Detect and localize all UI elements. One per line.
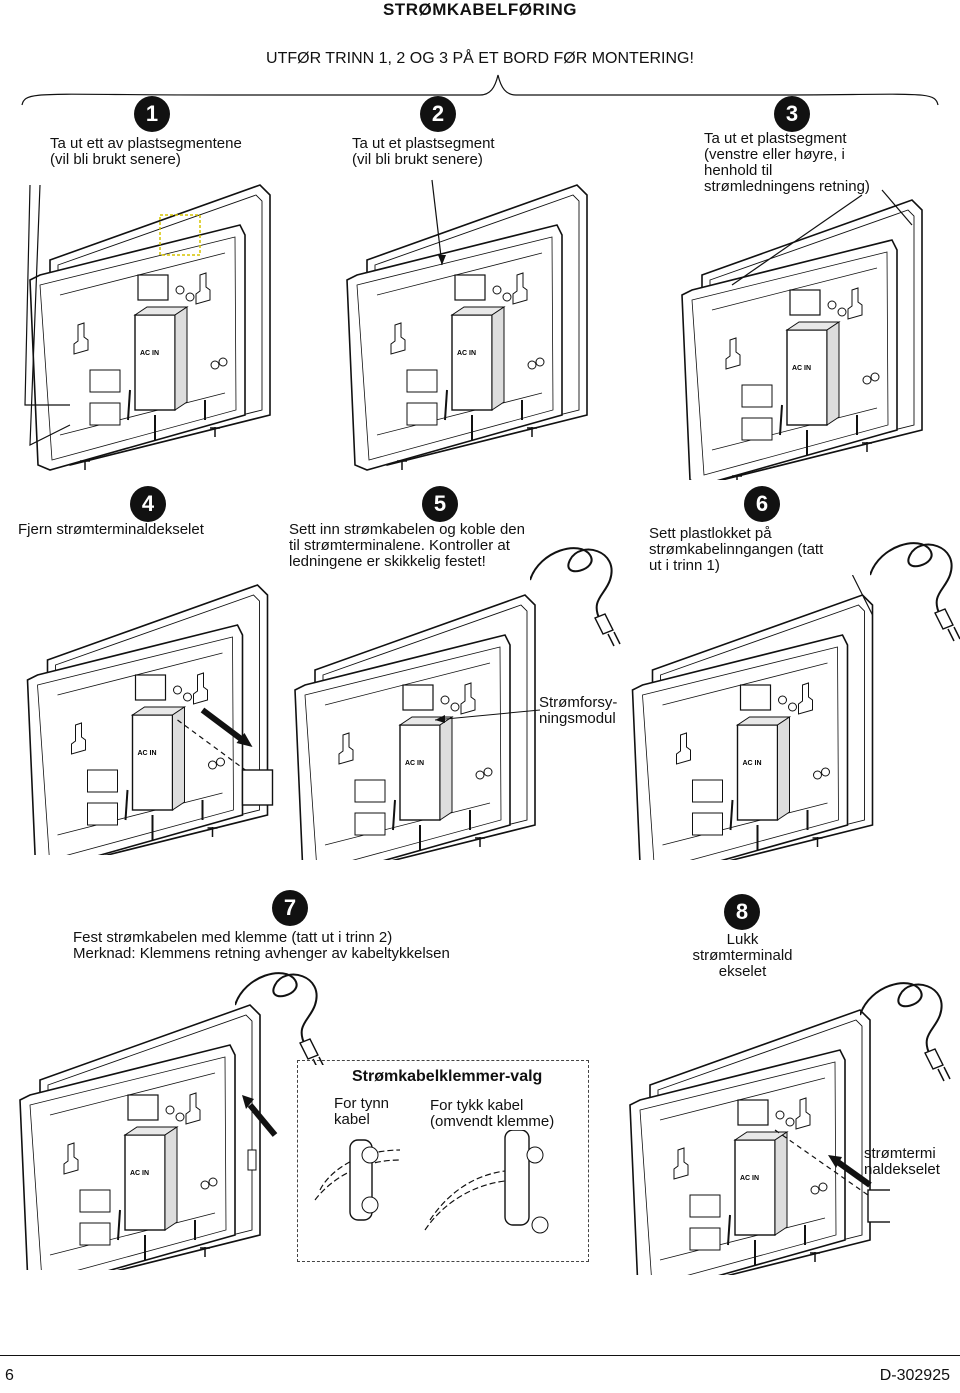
step-6-number: 6: [744, 486, 780, 522]
caption-line: Fjern strømterminaldekselet: [18, 521, 204, 538]
page-number: 6: [5, 1367, 14, 1384]
label-line: ningsmodul: [539, 710, 616, 727]
power-plug-6: [870, 542, 960, 642]
step-8-number: 8: [724, 894, 760, 930]
step-3-number: 3: [774, 96, 810, 132]
caption-line: Ta ut et plastsegment: [704, 130, 847, 147]
label-line: naldekselet: [864, 1161, 940, 1178]
step-3-caption: Ta ut et plastsegment (venstre eller høy…: [704, 131, 944, 195]
caption-line: (vil bli brukt senere): [352, 151, 483, 168]
power-plug-5: [530, 547, 621, 647]
instruction-subtitle: UTFØR TRINN 1, 2 OG 3 PÅ ET BORD FØR MON…: [266, 50, 694, 67]
footer-rule: [0, 1355, 960, 1356]
caption-line: Sett inn strømkabelen og koble den: [289, 521, 525, 538]
module-label: Strømforsy- ningsmodul: [539, 695, 639, 727]
step-5-figure: [294, 594, 541, 860]
power-plug-8: [860, 982, 951, 1082]
caption-line: ekselet: [718, 963, 767, 980]
caption-line: Sett plastlokket på: [649, 525, 772, 542]
caption-line: (vil bli brukt senere): [50, 151, 181, 168]
terminal-cover-label: strømtermi naldekselet: [864, 1146, 940, 1178]
caption-line: strømterminald: [692, 947, 793, 964]
caption-line: (venstre eller høyre, i: [704, 146, 845, 163]
caption-line: Fest strømkabelen med klemme (tatt ut i …: [73, 929, 393, 946]
step-3-figure: [681, 189, 923, 480]
clamp-options-title: Strømkabelklemmer-valg: [352, 1068, 543, 1085]
caption-line: henhold til: [704, 162, 773, 179]
caption-line: strømledningens retning): [704, 178, 870, 195]
step-2-caption: Ta ut et plastsegment (vil bli brukt sen…: [352, 136, 572, 168]
step-6-caption: Sett plastlokket på strømkabelinngangen …: [649, 526, 869, 574]
power-plug-7: [235, 972, 326, 1065]
step-4-caption: Fjern strømterminaldekselet: [18, 522, 258, 538]
caption-line: til strømterminalene. Kontroller at: [289, 537, 510, 554]
clamp-illustrations: [314, 1130, 549, 1234]
caption-line: Ta ut et plastsegment: [352, 135, 495, 152]
caption-line: ledningene er skikkelig festet!: [289, 553, 486, 570]
caption-line: strømkabelinngangen (tatt: [649, 541, 824, 558]
step-7-figure: [19, 1004, 278, 1270]
step-8-caption: Lukk strømterminald ekselet: [680, 932, 805, 980]
step-1-figure: [24, 184, 271, 471]
clamp-thick-label: For tykk kabel (omvendt klemme): [430, 1098, 554, 1130]
step-6-figure: [631, 575, 874, 860]
label-line: For tynn: [334, 1095, 390, 1112]
caption-line: Merknad: Klemmens retning avhenger av ka…: [73, 945, 450, 962]
clamp-thin-label: For tynn kabel: [334, 1096, 389, 1128]
label-line: (omvendt klemme): [430, 1113, 555, 1130]
step-4-number: 4: [130, 486, 166, 522]
step-2-figure: [346, 179, 588, 471]
brace-line: [21, 74, 939, 106]
caption-line: Lukk: [726, 931, 759, 948]
step-7-caption: Fest strømkabelen med klemme (tatt ut i …: [73, 930, 513, 962]
step-4-figure: [26, 584, 274, 855]
label-line: kabel: [334, 1111, 370, 1128]
step-8-figure: [629, 1009, 890, 1275]
step-2-number: 2: [420, 96, 456, 132]
step-1-number: 1: [134, 96, 170, 132]
label-line: Strømforsy-: [539, 694, 618, 711]
page-title: STRØMKABELFØRING: [382, 0, 578, 19]
label-line: For tykk kabel: [430, 1097, 524, 1114]
caption-line: ut i trinn 1): [649, 557, 720, 574]
step-5-number: 5: [422, 486, 458, 522]
label-line: strømtermi: [864, 1145, 936, 1162]
step-5-caption: Sett inn strømkabelen og koble den til s…: [289, 522, 569, 570]
clamp-options-box: [297, 1060, 589, 1262]
step-7-number: 7: [272, 890, 308, 926]
step-1-caption: Ta ut ett av plastsegmentene (vil bli br…: [50, 136, 290, 168]
caption-line: Ta ut ett av plastsegmentene: [50, 135, 242, 152]
document-code: D-302925: [879, 1367, 950, 1384]
